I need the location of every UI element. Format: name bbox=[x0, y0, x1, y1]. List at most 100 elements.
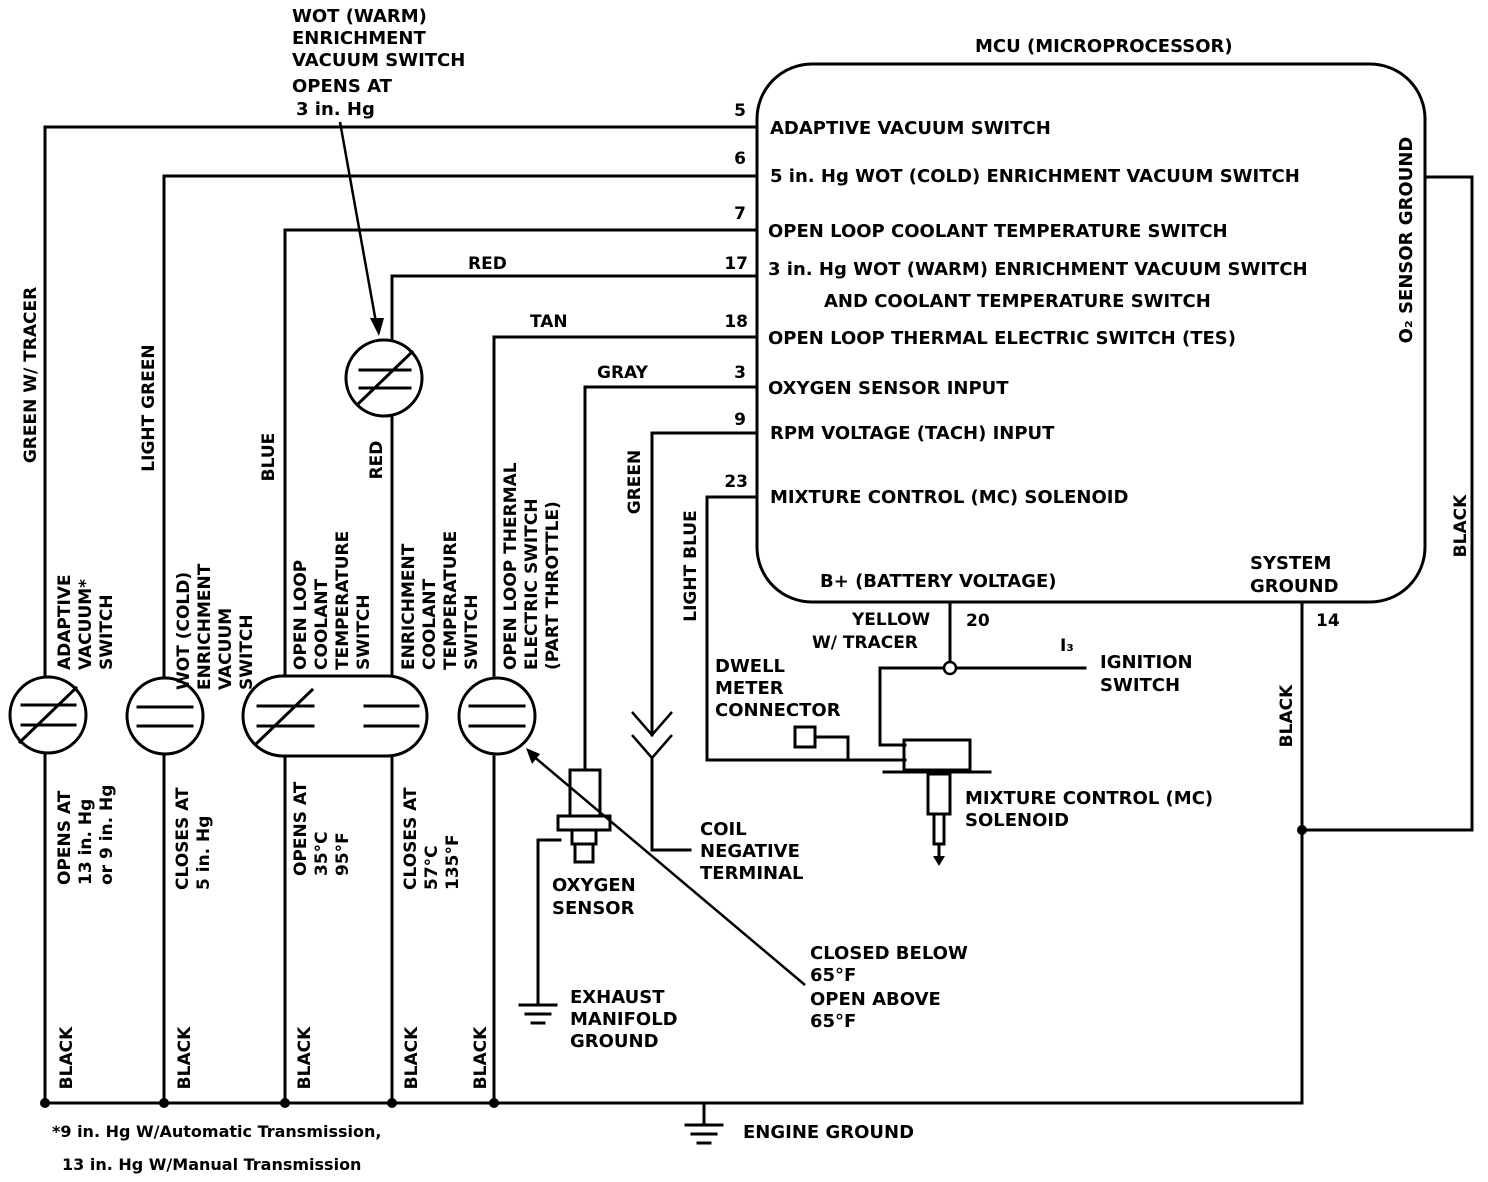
svg-text:WOT (COLD): WOT (COLD) bbox=[174, 572, 194, 690]
node-3 bbox=[280, 1098, 290, 1108]
o2-sensor-ground-label: O₂ SENSOR GROUND bbox=[1396, 137, 1417, 344]
svg-text:OPENS AT: OPENS AT bbox=[55, 790, 75, 885]
wot-warm-leader bbox=[338, 121, 379, 329]
dual-coolant-switch-symbol bbox=[241, 674, 429, 758]
adaptive-spec: OPENS AT 13 in. Hg or 9 in. Hg bbox=[55, 785, 117, 885]
pin-6-label: 5 in. Hg WOT (COLD) ENRICHMENT VACUUM SW… bbox=[770, 166, 1300, 187]
svg-text:or 9 in. Hg: or 9 in. Hg bbox=[97, 785, 117, 885]
svg-text:VACUUM: VACUUM bbox=[216, 608, 236, 690]
svg-text:(PART THROTTLE): (PART THROTTLE) bbox=[543, 501, 563, 670]
tes-note-leader bbox=[531, 754, 806, 986]
node-2 bbox=[159, 1098, 169, 1108]
label-black-system: BLACK bbox=[1277, 684, 1297, 747]
wot-warm-arrowhead bbox=[370, 318, 384, 336]
wire-color-labels: GREEN W/ TRACER LIGHT GREEN BLUE RED RED… bbox=[21, 254, 1471, 1089]
node-1 bbox=[40, 1098, 50, 1108]
switch-spec-labels: OPENS AT 13 in. Hg or 9 in. Hg CLOSES AT… bbox=[55, 781, 463, 890]
wot-warm-switch-symbol bbox=[344, 338, 424, 418]
svg-text:CLOSES AT: CLOSES AT bbox=[173, 787, 193, 890]
engine-ground-label: ENGINE GROUND bbox=[743, 1122, 914, 1143]
svg-text:ADAPTIVE: ADAPTIVE bbox=[55, 574, 75, 670]
node-5 bbox=[489, 1098, 499, 1108]
label-black-5: BLACK bbox=[471, 1026, 491, 1089]
mcu-outline bbox=[755, 62, 1427, 604]
pin-20-number: 20 bbox=[966, 611, 990, 631]
oxygen-sensor-label-1: OXYGEN bbox=[552, 875, 636, 896]
svg-text:SWITCH: SWITCH bbox=[237, 614, 257, 690]
wire-exhaust-ground bbox=[536, 838, 562, 1005]
label-black-2: BLACK bbox=[175, 1026, 195, 1089]
label-yellow-1: YELLOW bbox=[851, 610, 930, 630]
svg-text:57°C: 57°C bbox=[422, 845, 442, 890]
exhaust-ground-label-3: GROUND bbox=[570, 1031, 659, 1052]
leader-arrows bbox=[338, 121, 806, 986]
footnote-line-1: *9 in. Hg W/Automatic Transmission, bbox=[52, 1122, 381, 1141]
label-blue: BLUE bbox=[259, 433, 279, 482]
svg-text:SWITCH: SWITCH bbox=[354, 594, 374, 670]
svg-text:SWITCH: SWITCH bbox=[97, 594, 117, 670]
thermal-name: OPEN LOOP THERMAL ELECTRIC SWITCH (PART … bbox=[501, 462, 563, 670]
pin-17-label: 3 in. Hg WOT (WARM) ENRICHMENT VACUUM SW… bbox=[768, 259, 1308, 280]
label-green: GREEN bbox=[625, 450, 645, 515]
pin-17-number: 17 bbox=[724, 254, 748, 274]
component-labels: I₃ IGNITION SWITCH DWELL METER CONNECTOR… bbox=[552, 636, 1213, 1143]
label-green-tracer: GREEN W/ TRACER bbox=[21, 287, 41, 463]
tes-arrowhead bbox=[526, 748, 540, 764]
open-loop-coolant-name: OPEN LOOP COOLANT TEMPERATURE SWITCH bbox=[291, 531, 374, 670]
label-black-1: BLACK bbox=[57, 1026, 77, 1089]
label-light-green: LIGHT GREEN bbox=[139, 344, 159, 471]
wire-solenoid-feed bbox=[878, 666, 945, 747]
pin-6-number: 6 bbox=[734, 149, 746, 169]
svg-text:VACUUM*: VACUUM* bbox=[76, 579, 96, 670]
svg-text:COOLANT: COOLANT bbox=[312, 578, 332, 670]
ignition-label-2: SWITCH bbox=[1100, 675, 1180, 696]
pin-3-number: 3 bbox=[734, 363, 746, 383]
label-red-vertical: RED bbox=[367, 441, 387, 480]
mc-solenoid-symbol bbox=[882, 738, 992, 866]
wot-cold-spec: CLOSES AT 5 in. Hg bbox=[173, 787, 214, 890]
svg-text:TEMPERATURE: TEMPERATURE bbox=[333, 531, 353, 670]
pin-23-number: 23 bbox=[724, 472, 748, 492]
svg-text:TEMPERATURE: TEMPERATURE bbox=[441, 531, 461, 670]
oxygen-sensor-symbol bbox=[556, 768, 612, 864]
tes-note-2: 65°F bbox=[810, 965, 856, 986]
tes-note-4: 65°F bbox=[810, 1011, 856, 1032]
coil-label-1: COIL bbox=[700, 819, 747, 840]
node-4 bbox=[387, 1098, 397, 1108]
pin-18-number: 18 bbox=[724, 312, 748, 332]
pin-9-label: RPM VOLTAGE (TACH) INPUT bbox=[770, 423, 1055, 444]
wires bbox=[43, 125, 1474, 1125]
dwell-label-3: CONNECTOR bbox=[715, 700, 841, 721]
svg-text:13 in. Hg: 13 in. Hg bbox=[76, 799, 96, 885]
label-black-o2: BLACK bbox=[1451, 494, 1471, 557]
pin-5-number: 5 bbox=[734, 101, 746, 121]
thermal-switch-symbol bbox=[457, 676, 537, 756]
wire-pin5 bbox=[43, 125, 759, 677]
ignition-ref: I₃ bbox=[1060, 636, 1074, 656]
pin-3-label: OXYGEN SENSOR INPUT bbox=[768, 378, 1009, 399]
svg-text:OPEN LOOP: OPEN LOOP bbox=[291, 560, 311, 670]
wire-dwell bbox=[813, 735, 850, 762]
dwell-label-2: METER bbox=[715, 678, 784, 699]
node-battery bbox=[942, 660, 958, 676]
wire-pin17 bbox=[390, 274, 759, 342]
label-black-3: BLACK bbox=[295, 1026, 315, 1089]
svg-text:OPENS AT: OPENS AT bbox=[291, 781, 311, 876]
mc-solenoid-label-1: MIXTURE CONTROL (MC) bbox=[965, 788, 1213, 809]
coil-terminal-symbol bbox=[631, 711, 673, 760]
wot-cold-switch-symbol bbox=[125, 676, 205, 756]
engine-ground-symbol bbox=[684, 1123, 724, 1145]
wot-warm-opens-2: 3 in. Hg bbox=[296, 99, 375, 120]
pin-9-number: 9 bbox=[734, 410, 746, 430]
wire-o2-ground bbox=[1300, 175, 1474, 832]
wot-warm-title: WOT (WARM) ENRICHMENT VACUUM SWITCH OPEN… bbox=[292, 6, 465, 120]
svg-text:5 in. Hg: 5 in. Hg bbox=[194, 816, 214, 890]
node-6 bbox=[1297, 825, 1307, 835]
wire-pin3 bbox=[583, 385, 759, 772]
wot-warm-title-2: ENRICHMENT bbox=[292, 28, 426, 49]
mcu-box: MCU (MICROPROCESSOR) ADAPTIVE VACUUM SWI… bbox=[755, 36, 1427, 604]
coil-label-2: NEGATIVE bbox=[700, 841, 800, 862]
label-red: RED bbox=[468, 254, 507, 274]
wire-pin23 bbox=[705, 495, 907, 762]
